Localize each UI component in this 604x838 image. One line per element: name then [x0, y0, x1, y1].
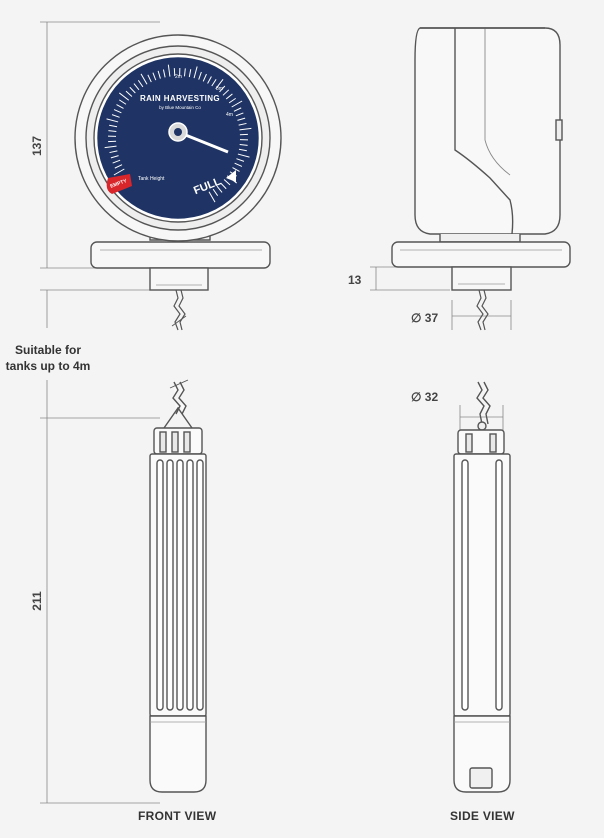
- dial-tick: [215, 78, 224, 90]
- dial-tick: [216, 185, 223, 193]
- dial-tick: [104, 145, 117, 149]
- dial-tick: [129, 86, 136, 94]
- dial-tick: [140, 73, 148, 85]
- dial-tick: [239, 143, 248, 146]
- dial-tick: [235, 112, 244, 117]
- dial-tick: [133, 83, 140, 91]
- dial-tick: [225, 93, 233, 100]
- dial-tick: [223, 179, 231, 186]
- dial-tick: [113, 109, 122, 114]
- side-float: [453, 381, 511, 793]
- dial-tick: [106, 118, 119, 123]
- front-gauge: [74, 34, 282, 291]
- side-string: [476, 289, 489, 331]
- dial-tick: [183, 68, 186, 77]
- dial-tick: [232, 167, 240, 172]
- dial-tick: [109, 150, 118, 154]
- dial-tick: [231, 100, 243, 108]
- dial-tick: [198, 71, 202, 80]
- dial-tick: [162, 69, 166, 78]
- dial-tick: [239, 127, 252, 131]
- dimension-base-height: 13: [348, 273, 362, 287]
- dimension-base-diameter: ∅ 37: [411, 311, 439, 325]
- dial-tick: [234, 162, 243, 167]
- dial-tick: [228, 97, 236, 104]
- dial-tick: [108, 130, 117, 133]
- side-gauge: [391, 27, 571, 291]
- dial-tick: [238, 148, 247, 152]
- dial-mark-3m: 3m: [216, 86, 223, 92]
- dial-tick: [119, 99, 127, 105]
- tank-depth-note: Suitable for tanks up to 4m: [0, 342, 96, 374]
- front-float: [149, 379, 207, 793]
- dial-tick: [193, 66, 198, 79]
- dial-tick: [222, 89, 230, 96]
- dial-title: RAIN HARVESTING: [139, 94, 221, 103]
- dial-tick: [125, 90, 133, 97]
- dial-tick: [219, 85, 226, 93]
- dial-tick: [116, 104, 124, 109]
- dial-tick-marks: [104, 64, 252, 203]
- dial-tick: [212, 188, 219, 196]
- dial-tick: [109, 124, 118, 128]
- dial-tick: [211, 79, 217, 87]
- front-view-caption: FRONT VIEW: [138, 809, 217, 823]
- dial-tick: [114, 164, 123, 169]
- dial-tick: [237, 153, 250, 158]
- dimension-float-length: 211: [30, 591, 44, 611]
- dial-tick: [147, 74, 152, 83]
- dimension-gauge-height: 137: [30, 135, 44, 157]
- dial-tank-height-label: Tank Height: [138, 176, 165, 182]
- dimension-lines-front: [40, 21, 160, 804]
- dial-tick: [207, 76, 212, 84]
- dial-tick: [137, 80, 144, 88]
- dial-tick: [112, 159, 121, 164]
- dial-tick: [238, 122, 247, 126]
- dial-needle: [168, 122, 229, 154]
- dial-tick: [188, 69, 192, 78]
- dial-tick: [208, 191, 216, 203]
- dial-tick: [113, 168, 125, 176]
- dial-tick: [236, 158, 245, 162]
- empty-badge: [106, 174, 132, 194]
- dial-subtitle: by Blue Mountain Co: [159, 105, 201, 110]
- dial-tick: [202, 73, 207, 82]
- dimension-float-diameter: ∅ 32: [411, 390, 439, 404]
- tank-depth-note-line2: tanks up to 4m: [5, 359, 91, 373]
- dial-tick: [237, 117, 246, 121]
- dial-tick: [167, 64, 171, 77]
- tank-depth-note-line1: Suitable for: [14, 343, 81, 357]
- dial-tick: [157, 70, 161, 79]
- dial-mark-2m: 2m: [175, 74, 182, 80]
- dial-tick: [220, 182, 227, 190]
- full-arrow-icon: [226, 170, 236, 182]
- side-view-caption: SIDE VIEW: [450, 809, 515, 823]
- dial-tick: [152, 72, 157, 81]
- front-string: [171, 289, 187, 331]
- dial-tick: [118, 92, 130, 101]
- dial-tick: [233, 107, 242, 112]
- dial-tick: [110, 155, 119, 159]
- dial-mark-4m: 4m: [226, 112, 233, 118]
- dial-tick: [111, 114, 120, 118]
